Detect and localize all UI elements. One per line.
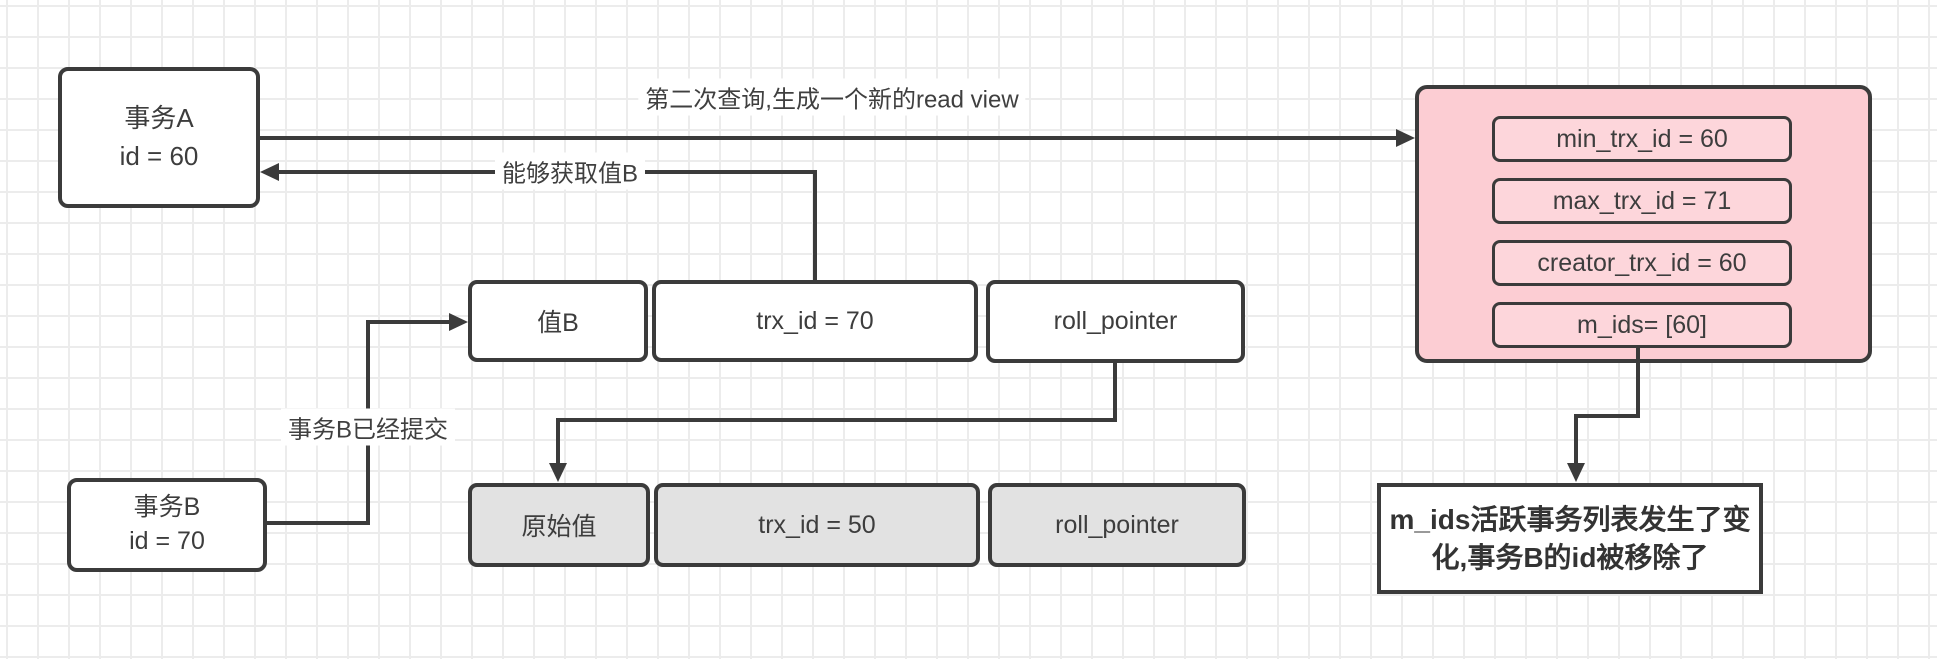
value-b-label: 值B [537, 309, 579, 337]
min-trx-id-field: min_trx_id = 60 [1492, 116, 1792, 162]
roll-pointer-old-cell: roll_pointer [988, 483, 1246, 567]
creator-trx-id-label: creator_trx_id = 60 [1537, 248, 1747, 277]
note-line-1: m_ids活跃事务列表发生了变 [1389, 503, 1751, 535]
transaction-a-id: id = 60 [119, 140, 199, 171]
note-box: m_ids活跃事务列表发生了变 化,事务B的id被移除了 [1377, 483, 1763, 594]
transaction-a-title: 事务A [124, 102, 194, 133]
arrow-mids-head [1567, 463, 1585, 482]
arrow-txn-b-top-line [366, 320, 450, 324]
arrow-query-to-readview-head [1396, 129, 1415, 147]
max-trx-id-label: max_trx_id = 71 [1552, 186, 1732, 215]
roll-pointer-label: roll_pointer [1053, 307, 1178, 335]
trx-id-50-label: trx_id = 50 [758, 510, 876, 539]
max-trx-id-field: max_trx_id = 71 [1492, 178, 1792, 224]
arrow-mids-vertical-1 [1636, 345, 1640, 418]
transaction-b-node: 事务B id = 70 [67, 478, 267, 572]
label-can-get-value-b: 能够获取值B [494, 152, 646, 190]
transaction-b-title: 事务B [133, 493, 201, 522]
transaction-a-node: 事务A id = 60 [58, 67, 260, 208]
transaction-b-id: id = 70 [129, 527, 205, 555]
arrow-mids-vertical-2 [1574, 414, 1578, 464]
arrow-rollptr-head [549, 463, 567, 482]
arrow-rollptr-vertical-2 [556, 418, 560, 464]
read-view-panel: min_trx_id = 60 max_trx_id = 71 creator_… [1415, 85, 1872, 363]
value-b-cell: 值B [468, 280, 648, 362]
arrow-rollptr-horizontal [556, 418, 1117, 422]
m-ids-label: m_ids= [60] [1577, 310, 1707, 339]
original-value-cell: 原始值 [468, 483, 650, 567]
m-ids-field: m_ids= [60] [1492, 302, 1792, 348]
arrow-can-get-b-head [260, 163, 279, 181]
creator-trx-id-field: creator_trx_id = 60 [1492, 240, 1792, 286]
label-second-query: 第二次查询,生成一个新的read view [638, 78, 1026, 116]
roll-pointer-old-label: roll_pointer [1055, 510, 1179, 539]
trx-id-50-cell: trx_id = 50 [654, 483, 980, 567]
arrow-query-to-readview-line [260, 136, 1399, 140]
trx-id-70-cell: trx_id = 70 [652, 280, 978, 362]
arrow-rollptr-vertical-1 [1113, 363, 1117, 422]
min-trx-id-label: min_trx_id = 60 [1556, 124, 1728, 153]
arrow-mids-horizontal [1574, 414, 1640, 418]
trx-id-70-label: trx_id = 70 [756, 306, 874, 335]
original-value-label: 原始值 [521, 513, 597, 541]
note-line-2: 化,事务B的id被移除了 [1431, 541, 1709, 573]
label-txn-b-committed: 事务B已经提交 [280, 408, 456, 446]
arrow-txn-b-bottom-line [267, 521, 370, 525]
arrow-txn-b-head [449, 313, 468, 331]
roll-pointer-cell: roll_pointer [986, 280, 1245, 363]
arrow-can-get-b-vertical [813, 170, 817, 280]
